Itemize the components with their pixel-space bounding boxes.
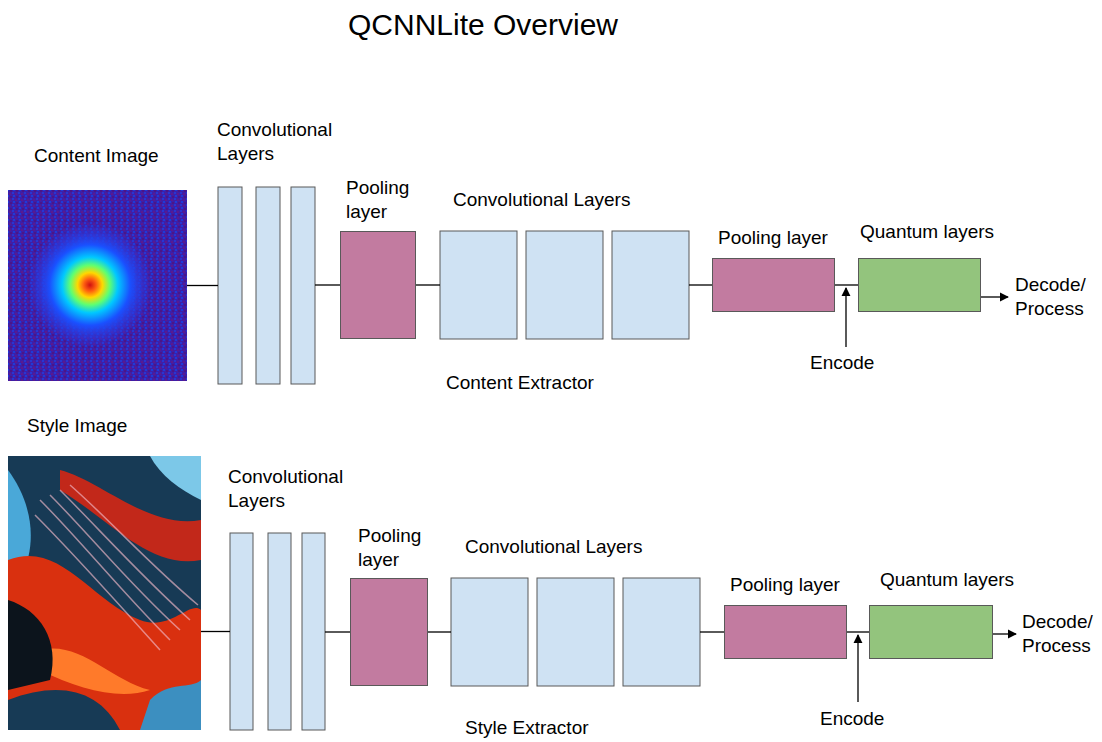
feather-stroke	[50, 495, 180, 630]
connector-line	[325, 631, 350, 632]
pooling-box: Pooling layer	[712, 258, 835, 312]
connector-line	[315, 284, 340, 285]
node-heading: Quantum layers	[860, 220, 994, 244]
paint-swath	[40, 648, 150, 694]
node-heading: Pooling layer	[358, 524, 438, 572]
node-heading: Content Image	[34, 144, 159, 168]
connector-line	[416, 284, 440, 285]
style-image	[8, 456, 201, 730]
feather-stroke	[35, 515, 160, 650]
conv-box	[451, 578, 528, 686]
node-heading: Convolutional Layers	[217, 118, 347, 166]
image-ground	[8, 456, 201, 730]
diagram-title: QCNNLite Overview	[183, 7, 783, 43]
conv-bar	[230, 533, 253, 730]
conv-bar	[268, 533, 291, 730]
connector-line	[700, 631, 724, 632]
callout-label: Encode	[810, 351, 874, 375]
conv-bar	[218, 187, 242, 384]
pooling-box: Pooling layer	[724, 605, 847, 659]
pooling-box: Pooling layer	[340, 231, 416, 339]
image-panel: Content Image	[8, 190, 187, 381]
node-heading: Convolutional Layers	[228, 465, 358, 513]
encode-pointer	[857, 635, 858, 702]
node-heading: Pooling layer	[718, 226, 828, 250]
quantum-box: Quantum layers	[858, 258, 981, 312]
conv-bar	[302, 533, 325, 730]
image-ground	[8, 190, 187, 381]
output-arrow	[993, 633, 1016, 634]
feather-strokes	[35, 485, 198, 650]
node-heading: Pooling layer	[730, 573, 840, 597]
node-heading: Convolutional Layers	[465, 535, 642, 559]
feather-stroke	[60, 490, 190, 620]
conv-bar	[291, 187, 315, 384]
group-caption: Content Extractor	[446, 371, 594, 395]
pooling-box: Pooling layer	[350, 578, 428, 686]
layer-group: Convolutional Layers	[451, 578, 700, 686]
encode-pointer	[845, 288, 846, 347]
node-heading: Style Image	[27, 414, 127, 438]
connector-line	[689, 284, 712, 285]
group-caption: Style Extractor	[465, 716, 589, 740]
paint-swath	[8, 600, 53, 690]
layer-group: Convolutional Layers	[440, 231, 689, 339]
connector-line	[187, 285, 218, 286]
connector-line	[835, 284, 858, 285]
node-heading: Quantum layers	[880, 568, 1014, 592]
layer-group: Convolutional Layers	[230, 533, 325, 730]
intensity-spot	[28, 223, 152, 347]
conv-layers	[218, 187, 700, 730]
conv-box	[440, 231, 517, 339]
layer-group: Convolutional Layers	[218, 187, 315, 384]
paint-swath	[60, 470, 201, 561]
paint-swath	[140, 680, 201, 730]
conv-bar	[256, 187, 280, 384]
conv-box	[623, 578, 700, 686]
quantum-box: Quantum layers	[869, 605, 993, 659]
feather-stroke	[40, 500, 170, 640]
node-heading: Pooling layer	[346, 176, 426, 224]
output-label: Decode/ Process	[1022, 610, 1098, 658]
conv-box	[526, 231, 603, 339]
image-panel: Style Image	[8, 456, 201, 730]
connector-line	[847, 631, 869, 632]
output-label: Decode/ Process	[1015, 273, 1091, 321]
pointer-arrows	[846, 288, 1016, 702]
connector-line	[201, 631, 230, 632]
output-arrow	[981, 296, 1008, 297]
conv-box	[537, 578, 614, 686]
connector-line	[428, 631, 451, 632]
feather-stroke	[70, 485, 198, 605]
content-image	[8, 190, 187, 381]
paint-swath	[150, 456, 201, 500]
conv-box	[612, 231, 689, 339]
node-heading: Convolutional Layers	[453, 188, 630, 212]
callout-label: Encode	[820, 707, 884, 731]
